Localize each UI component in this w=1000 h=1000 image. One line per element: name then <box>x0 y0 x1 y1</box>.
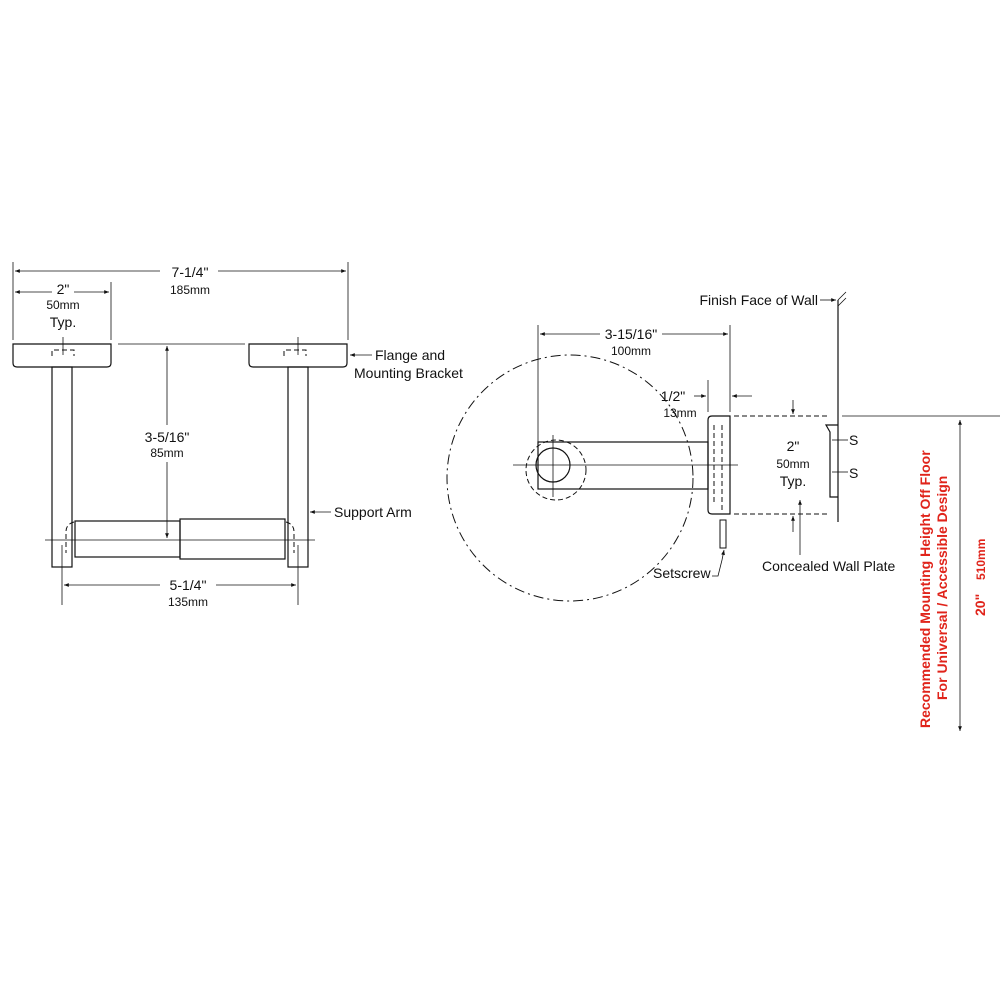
setscrew <box>719 519 727 549</box>
flange-thickness-metric: 13mm <box>663 406 696 420</box>
setscrew-callout: Setscrew <box>653 565 711 581</box>
projection-metric: 85mm <box>150 446 183 460</box>
left-flange <box>12 343 112 368</box>
depth-imperial: 3-15/16" <box>605 326 657 342</box>
flange-height-metric: 50mm <box>776 457 809 471</box>
side-flange <box>707 415 731 515</box>
flange-thickness-imperial: 1/2" <box>661 388 685 404</box>
front-view: 7-1/4" 185mm 2" 50mm Typ. 3-5/16" 85mm 5… <box>12 262 463 609</box>
mounting-line2: For Universal / Accessible Design <box>934 476 950 700</box>
arm-spacing-imperial: 5-1/4" <box>170 577 207 593</box>
flange-width-note: Typ. <box>50 314 76 330</box>
support-arm-callout: Support Arm <box>334 504 412 520</box>
right-support-arm <box>287 366 309 568</box>
side-arm <box>537 441 709 490</box>
projection-imperial: 3-5/16" <box>145 429 190 445</box>
mounting-metric: 510mm <box>974 539 988 580</box>
roller-right <box>179 518 286 560</box>
concealed-wall-plate <box>824 424 838 498</box>
side-view: 3-15/16" 100mm 1/2" 13mm 2" 50mm Typ. S … <box>446 291 1000 602</box>
right-flange <box>248 343 348 368</box>
roller-left <box>74 520 181 558</box>
mounting-line1: Recommended Mounting Height Off Floor <box>917 450 933 728</box>
mounting-height: Recommended Mounting Height Off Floor Fo… <box>917 420 988 731</box>
flange-callout-line1: Flange and <box>375 347 445 363</box>
wall-plate-callout: Concealed Wall Plate <box>762 558 896 574</box>
finish-face-callout: Finish Face of Wall <box>699 292 818 308</box>
screw-mark-lower: S <box>849 465 858 481</box>
overall-width-metric: 185mm <box>170 283 210 297</box>
flange-height-note: Typ. <box>780 473 806 489</box>
flange-width-imperial: 2" <box>57 281 70 297</box>
flange-width-metric: 50mm <box>46 298 79 312</box>
depth-metric: 100mm <box>611 344 651 358</box>
overall-width-imperial: 7-1/4" <box>172 264 209 280</box>
arm-spacing-metric: 135mm <box>168 595 208 609</box>
left-support-arm <box>51 366 73 568</box>
mounting-imperial: 20" <box>972 594 988 616</box>
flange-callout-line2: Mounting Bracket <box>354 365 463 381</box>
roll-outline <box>446 354 694 602</box>
screw-mark-upper: S <box>849 432 858 448</box>
flange-height-imperial: 2" <box>787 438 800 454</box>
